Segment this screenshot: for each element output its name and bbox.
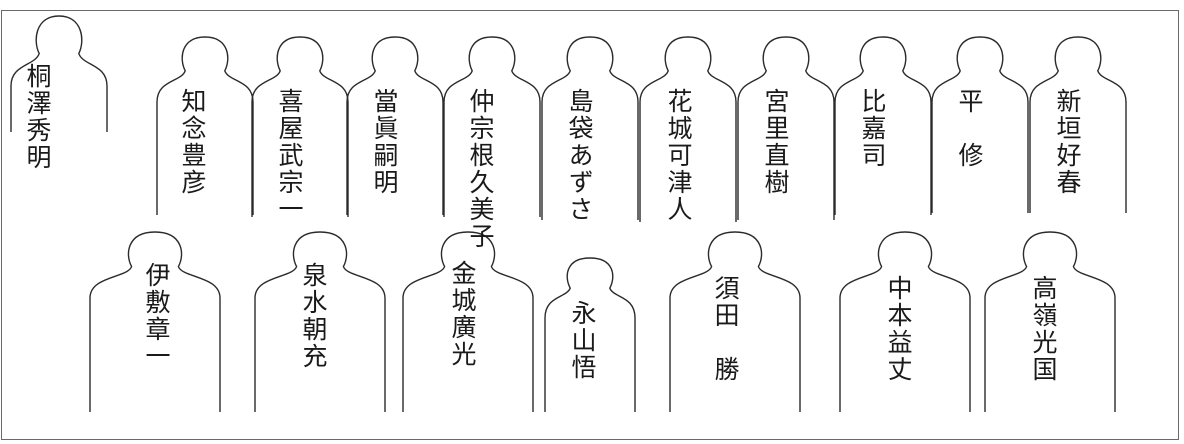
- figure-label-chinen: 知念豊彦: [178, 88, 207, 196]
- figure-outline-hanashiro: [639, 36, 737, 222]
- figure-outline-toma: [346, 36, 444, 215]
- figure-label-taira: 平 修: [955, 88, 984, 169]
- figure-outline-miyazato: [737, 36, 835, 220]
- figure-outline-taira: [931, 36, 1029, 213]
- figure-outline-higa: [834, 36, 932, 215]
- figure-outline-kinjo: [402, 231, 534, 412]
- figure-outline-nagayama: [544, 257, 636, 412]
- figure-label-kinjo: 金城廣光: [448, 260, 477, 368]
- figure-outline-izumi: [254, 231, 386, 412]
- figure-label-nagayama: 永山悟: [568, 300, 597, 381]
- figure-label-takamine: 高嶺光国: [1029, 275, 1058, 383]
- figure-outline-ishiki: [89, 231, 221, 412]
- figure-label-ishiki: 伊敷章一: [142, 262, 171, 370]
- figure-label-higa: 比嘉司: [858, 88, 887, 169]
- figure-label-arakaki: 新垣好春: [1053, 88, 1082, 196]
- chart-frame: [1, 10, 1179, 440]
- figure-outline-nakasone: [443, 36, 541, 217]
- figure-outline-chinen: [156, 36, 254, 215]
- figure-label-kirisawa: 桐澤秀明: [23, 63, 52, 171]
- figure-label-hanashiro: 花城可津人: [664, 88, 693, 223]
- figure-outline-suda: [669, 231, 801, 412]
- figure-label-shimabukuro: 島袋あずさ: [565, 88, 594, 223]
- figure-label-miyazato: 宮里直樹: [761, 88, 790, 196]
- figure-outline-arakaki: [1029, 36, 1127, 213]
- figure-label-izumi: 泉水朝充: [299, 262, 328, 370]
- figure-outline-nakamoto: [839, 231, 971, 412]
- figure-label-nakamoto: 中本益丈: [884, 275, 913, 383]
- figure-outline-kiyan: [251, 36, 349, 217]
- figure-label-toma: 當眞嗣明: [370, 88, 399, 196]
- figure-label-suda: 須田 勝: [711, 275, 740, 383]
- figure-label-kiyan: 喜屋武宗一: [275, 88, 304, 223]
- figure-outline-shimabukuro: [541, 36, 639, 220]
- figure-label-nakasone: 仲宗根久美子: [466, 88, 495, 250]
- figure-outline-takamine: [984, 231, 1116, 412]
- figure-outline-kirisawa: [10, 15, 108, 132]
